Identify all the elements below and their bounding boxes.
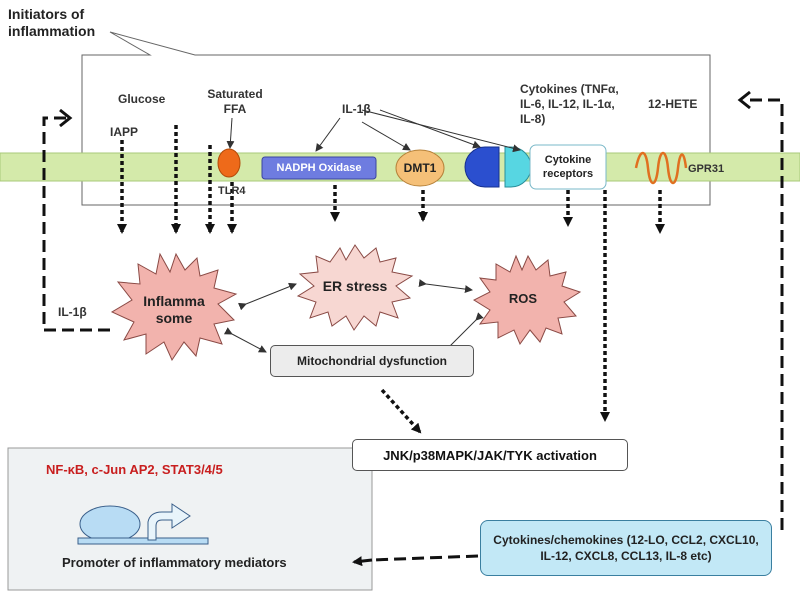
- cytokine-receptors: Cytokine receptors: [542, 154, 594, 180]
- nadph-oxidase: NADPH Oxidase: [276, 162, 362, 174]
- glucose-label: Glucose: [118, 92, 166, 106]
- er-stress: ER stress: [322, 278, 388, 294]
- mitochondrial-dysfunction: Mitochondrial dysfunction: [270, 345, 474, 377]
- cytokine-receptor-shape: [529, 144, 607, 190]
- il1b-top-label: IL-1β: [342, 102, 371, 116]
- dmt1-shape: [395, 149, 445, 187]
- ros: ROS: [508, 290, 538, 306]
- promoter-panel: [7, 447, 373, 591]
- chemokines-box: Cytokines/chemokines (12-LO, CCL2, CXCL1…: [480, 520, 772, 576]
- saturated-ffa-label: Saturated FFA: [207, 87, 263, 116]
- nadph-oxidase-shape: [261, 156, 377, 180]
- gpr31-shape: [634, 151, 688, 185]
- transcription-arrow: [147, 503, 191, 541]
- inflammasome-burst: [110, 252, 238, 362]
- dna-bar: [77, 537, 209, 545]
- initiators-label: Initiators of inflammation: [8, 6, 96, 39]
- il1b-left-label: IL-1β: [58, 305, 87, 319]
- er-stress-burst: [296, 244, 414, 331]
- transcription-factor-blob: [79, 505, 141, 543]
- hete-label: 12-HETE: [648, 97, 698, 111]
- inflammasome: Inflamma some: [143, 293, 205, 326]
- transcription-factors: NF-κB, c-Jun AP2, STAT3/4/5: [46, 462, 223, 477]
- tlr4-label: TLR4: [218, 185, 246, 197]
- tlr4-receptor: [217, 148, 241, 178]
- gpr31-label: GPR31: [688, 163, 725, 175]
- promoter-label: Promoter of inflammatory mediators: [62, 555, 287, 570]
- receptor-dark: [464, 146, 500, 188]
- iapp-label: IAPP: [110, 125, 139, 139]
- dmt1: DMT1: [403, 161, 437, 175]
- jnk-activation: JNK/p38MAPK/JAK/TYK activation: [352, 439, 628, 471]
- ros-burst: [472, 254, 582, 346]
- cytokines-top-label: Cytokines (TNFα, IL-6, IL-12, IL-1α, IL-…: [520, 82, 619, 126]
